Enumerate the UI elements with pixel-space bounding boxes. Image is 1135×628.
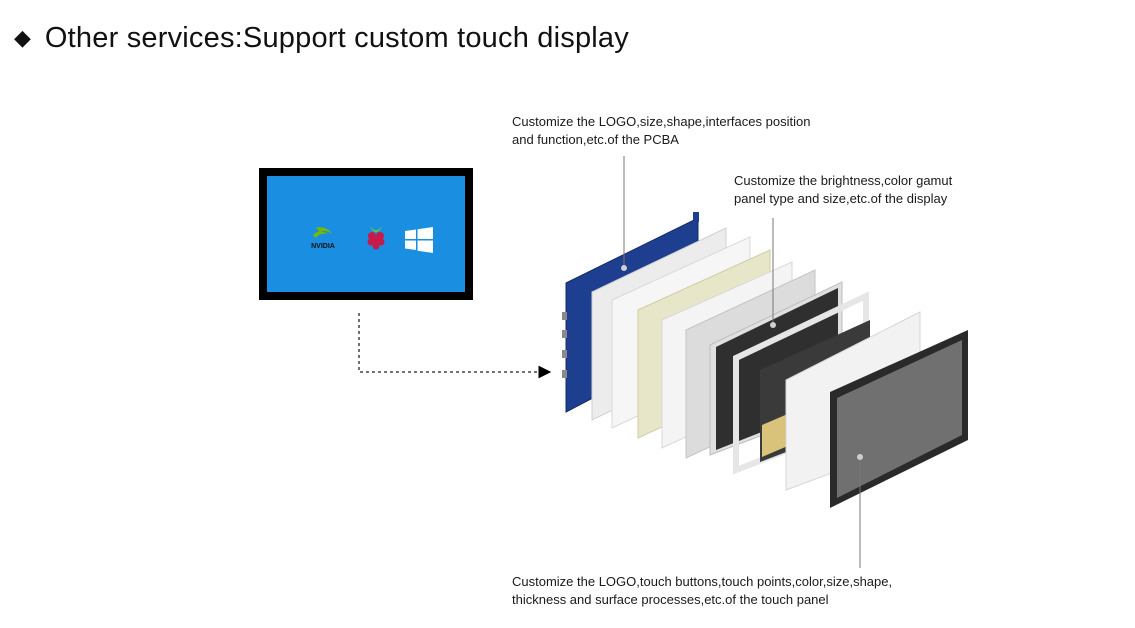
- touch-panel-annotation: Customize the LOGO,touch buttons,touch p…: [512, 573, 892, 609]
- windows-logo: [405, 227, 433, 253]
- pcba-leader-dot: [621, 265, 627, 271]
- touch-annotation-line-1: Customize the LOGO,touch buttons,touch p…: [512, 574, 893, 589]
- raspberry-pi-logo: [367, 226, 385, 250]
- monitor-screen: NVIDIA: [267, 176, 465, 292]
- pcba-annotation-line-2: and function,etc.of the PCBA: [512, 132, 679, 147]
- page-heading: ◆ Other services:Support custom touch di…: [14, 18, 629, 58]
- display-annotation-line-1: Customize the brightness,color gamut: [734, 173, 953, 188]
- pcba-annotation-line-1: Customize the LOGO,size,shape,interfaces…: [512, 114, 811, 129]
- nvidia-logo: NVIDIA: [311, 227, 335, 250]
- touch-annotation-line-2: thickness and surface processes,etc.of t…: [512, 592, 829, 607]
- pcba-annotation: Customize the LOGO,size,shape,interfaces…: [512, 113, 810, 149]
- display-annotation-line-2: panel type and size,etc.of the display: [734, 191, 948, 206]
- page-title: Other services:Support custom touch disp…: [44, 21, 629, 54]
- display-leader-dot: [770, 322, 776, 328]
- display-monitor: NVIDIA: [259, 168, 473, 300]
- dashed-connector-arrow: [358, 313, 552, 379]
- diamond-bullet-icon: ◆: [14, 25, 31, 50]
- touch-leader-dot: [857, 454, 863, 460]
- touch-panel-layer: [830, 330, 968, 508]
- nvidia-logo-text: NVIDIA: [311, 243, 335, 250]
- display-annotation: Customize the brightness,color gamut pan…: [734, 172, 952, 208]
